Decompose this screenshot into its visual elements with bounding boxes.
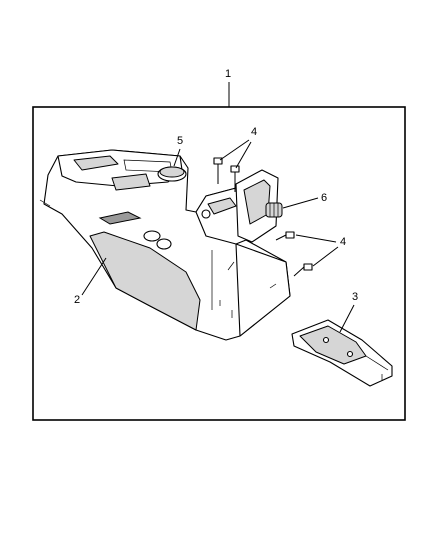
assembly-frame	[32, 106, 406, 421]
leader-4-lower-a	[295, 234, 337, 243]
leader-4-upper-b	[235, 141, 252, 169]
mounting-bracket	[291, 319, 393, 387]
leader-2	[81, 257, 107, 296]
callout-5: 5	[177, 135, 183, 147]
leader-4-lower-b	[312, 246, 339, 267]
callout-2: 2	[74, 294, 80, 306]
leader-6	[282, 197, 319, 209]
plug	[157, 166, 187, 182]
callout-6: 6	[321, 192, 327, 204]
floor-console	[39, 149, 291, 341]
screws-lower	[275, 231, 313, 277]
shift-knob-cover	[235, 169, 279, 243]
leader-3	[339, 304, 355, 333]
leader-4-upper-a	[219, 139, 250, 161]
callout-3: 3	[352, 291, 358, 303]
leader-5	[173, 148, 181, 167]
knob	[265, 202, 283, 218]
callout-4-upper: 4	[251, 126, 257, 138]
callout-4-lower: 4	[340, 236, 346, 248]
screws-upper	[213, 157, 240, 192]
callout-1: 1	[225, 68, 231, 80]
